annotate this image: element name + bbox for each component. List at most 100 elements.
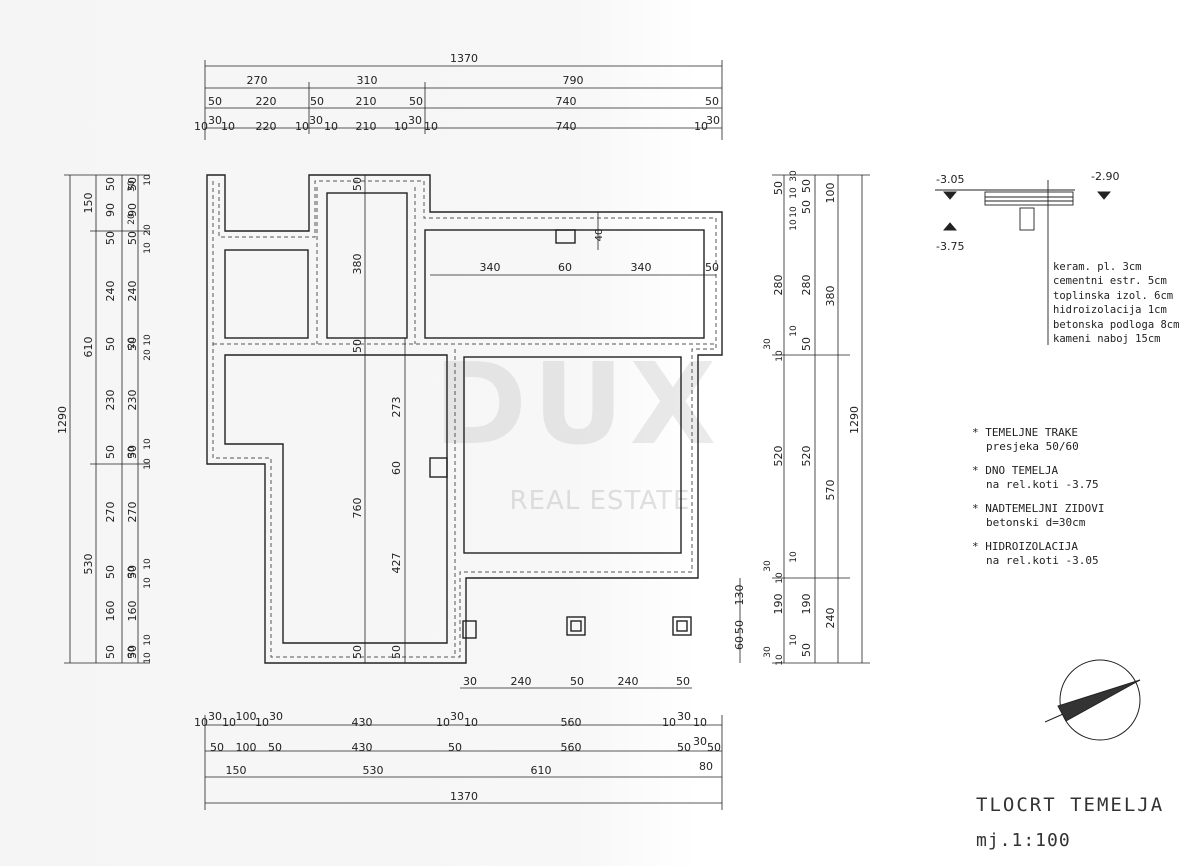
layer-item: kameni naboj 15cm (1053, 333, 1161, 346)
level-bottom: -3.75 (936, 240, 964, 253)
dim-int-380: 380 (351, 254, 364, 275)
dim-bottom-row1: 30 (269, 710, 283, 723)
dim-top-row4: 10 (221, 120, 235, 133)
dim-right-inner: 50 (772, 181, 785, 195)
note-title: * DNO TEMELJA (972, 464, 1059, 477)
level-top-right: -2.90 (1091, 170, 1119, 183)
note-title: * TEMELJNE TRAKE (972, 426, 1078, 439)
pier-pad-2 (672, 616, 692, 636)
notch-mid (429, 457, 448, 478)
dim-int-427: 427 (390, 553, 403, 574)
dim-bottom-row1: 10 (222, 716, 236, 729)
dim-left-col3: 50 (104, 231, 117, 245)
dim-right-small: 30 (789, 170, 799, 182)
layer-item: cementni estr. 5cm (1053, 275, 1167, 288)
dim-int-273: 273 (390, 397, 403, 418)
dim-bottom-row2: 560 (561, 741, 582, 754)
dim-left-col4: 270 (126, 502, 139, 523)
dim-left-col5: 10 (143, 652, 153, 664)
dim-right-small: 10 (789, 551, 799, 563)
section-layer-list: keram. pl. 3cm cementni estr. 5cm toplin… (1053, 260, 1179, 346)
dim-int-60: 60 (558, 261, 572, 274)
dim-right-outer: 240 (824, 608, 837, 629)
dim-top-row4: 10 (424, 120, 438, 133)
dim-bottom-total: 1370 (450, 790, 478, 803)
dim-left-col5: 10 (143, 174, 153, 186)
dim-bottom-row0: 50 (676, 675, 690, 688)
dim-left-col4: 50 (126, 645, 139, 659)
dim-left-col5: 10 (143, 458, 153, 470)
pier-pad-3 (462, 620, 477, 639)
dim-right-inner: 520 (772, 446, 785, 467)
dim-int-40: 40 (594, 229, 605, 242)
dim-top-row4: 10 (295, 120, 309, 133)
dim-bottom-row1: 560 (561, 716, 582, 729)
dim-right-small: 10 (775, 572, 785, 584)
dim-bottom-row1: 30 (450, 710, 464, 723)
dim-left-col5: 10 (143, 242, 153, 254)
dim-left-col5: 10 (143, 634, 153, 646)
dim-int-50-d: 50 (390, 645, 403, 659)
dim-int-340-left: 340 (480, 261, 501, 274)
dim-top-row4: 10 (694, 120, 708, 133)
note-sub: betonski d=30cm (986, 516, 1086, 529)
level-top-left: -3.05 (936, 173, 964, 186)
dim-top-row4: 30 (309, 114, 323, 127)
pier-pad-2-inner (676, 620, 688, 632)
note-sub: presjeka 50/60 (986, 440, 1079, 453)
dim-left-col5: 10 (143, 558, 153, 570)
dim-bottom-row0: 240 (618, 675, 639, 688)
dim-top-row3: 50 (705, 95, 719, 108)
dim-top-row4: 220 (256, 120, 277, 133)
pier-pad-1 (566, 616, 586, 636)
dim-bottom-row3: 530 (363, 764, 384, 777)
dim-bottom-row2: 50 (268, 741, 282, 754)
dim-right-small: 10 (789, 634, 799, 646)
dim-left-col3: 240 (104, 281, 117, 302)
dim-top-row3: 50 (409, 95, 423, 108)
note-sub: na rel.koti -3.05 (986, 554, 1099, 567)
dim-top-row3: 50 (208, 95, 222, 108)
dim-bottom-row1: 10 (662, 716, 676, 729)
dim-int-50-c: 50 (351, 645, 364, 659)
dim-left-col3: 50 (104, 337, 117, 351)
dim-left-col5: 20 (127, 337, 137, 349)
dim-right-stair: 60 (733, 636, 746, 650)
top-dim-lines (204, 60, 723, 140)
pier-pad-1-inner (570, 620, 582, 632)
dim-left-col3: 270 (104, 502, 117, 523)
dim-int-340-right: 340 (631, 261, 652, 274)
dim-right-small: 30 (763, 560, 773, 572)
dim-right-mid: 50 (800, 179, 813, 193)
dim-top-row4: 740 (556, 120, 577, 133)
note-sub: na rel.koti -3.75 (986, 478, 1099, 491)
drawing-title: TLOCRT TEMELJA (976, 794, 1165, 816)
dim-top-row4: 10 (194, 120, 208, 133)
note-item: * HIDROIZOLACIJA na rel.koti -3.05 (972, 540, 1104, 568)
dim-left-col4: 230 (126, 390, 139, 411)
dim-right-outer: 380 (824, 286, 837, 307)
dim-bottom-row1: 10 (255, 716, 269, 729)
room-ne-long (424, 229, 705, 339)
dim-right-mid: 280 (800, 275, 813, 296)
dim-bottom-row1: 10 (464, 716, 478, 729)
layer-item: toplinska izol. 6cm (1053, 289, 1174, 302)
layer-item: betonska podloga 8cm (1053, 318, 1180, 331)
dim-bottom-row2: 50 (210, 741, 224, 754)
dim-top-row3: 220 (256, 95, 277, 108)
dim-bottom-row1: 10 (194, 716, 208, 729)
note-item: * DNO TEMELJA na rel.koti -3.75 (972, 464, 1104, 492)
dim-right-small: 30 (763, 338, 773, 350)
dim-right-outer: 570 (824, 480, 837, 501)
dim-left-col2: 610 (82, 337, 95, 358)
dim-left-col5: 10 (143, 438, 153, 450)
dim-int-50-b: 50 (351, 339, 364, 353)
dim-top-row4: 30 (408, 114, 422, 127)
dim-right-small: 10 (775, 654, 785, 666)
dim-top-row4: 30 (208, 114, 222, 127)
dim-bottom-row2: 50 (448, 741, 462, 754)
dimension-labels: 1370 270 310 790 50 220 50 210 50 740 50… (56, 52, 1119, 803)
room-nw-small (224, 249, 309, 339)
